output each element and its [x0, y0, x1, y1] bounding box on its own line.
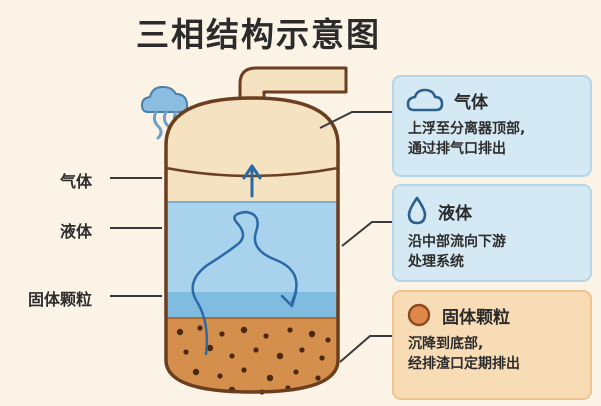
solid-particle	[183, 349, 189, 355]
card-solid-line2: 经排渣口定期排出	[408, 356, 520, 372]
particle-icon	[407, 303, 431, 327]
card-liquid: 液体 沿中部流向下游 处理系统	[392, 184, 592, 282]
card-gas: 气体 上浮至分离器顶部, 通过排气口排出	[392, 75, 592, 177]
card-gas-line1: 上浮至分离器顶部,	[408, 121, 526, 137]
solid-particle	[287, 327, 293, 333]
solid-particle	[176, 328, 184, 336]
solid-particle	[229, 353, 235, 359]
solid-particle	[266, 374, 274, 382]
card-gas-title: 气体	[454, 92, 488, 113]
card-gas-line2: 通过排气口排出	[408, 141, 506, 157]
solid-particle	[219, 331, 225, 337]
card-liquid-line1: 沿中部流向下游	[408, 234, 506, 250]
solid-particle	[241, 367, 247, 373]
solid-particle	[315, 375, 321, 381]
label-gas: 气体	[60, 172, 93, 191]
solid-particle	[293, 369, 299, 375]
card-liquid-line2: 处理系统	[408, 254, 464, 270]
liquid-flow-arrow	[191, 210, 298, 356]
connector-solid	[339, 335, 392, 363]
solid-particle	[192, 368, 200, 376]
vessel-contents	[166, 98, 338, 392]
solid-particle	[197, 325, 203, 331]
solid-particle	[240, 326, 248, 334]
solid-particle	[319, 355, 325, 361]
solid-particle	[206, 344, 214, 352]
connector-gas	[319, 111, 392, 129]
card-solid-title: 固体颗粒	[442, 307, 510, 328]
card-solid-line1: 沉降到底部,	[408, 336, 484, 352]
water-drop-icon	[407, 196, 427, 225]
separator-vessel	[164, 96, 340, 394]
solid-particle	[299, 347, 305, 353]
label-solid: 固体颗粒	[28, 290, 93, 309]
gas-outlet-pipe	[238, 66, 348, 112]
solid-particle	[308, 330, 316, 338]
solid-particle	[325, 337, 331, 343]
card-liquid-title: 液体	[438, 203, 472, 224]
label-liquid: 液体	[60, 222, 93, 241]
card-solid: 固体颗粒 沉降到底部, 经排渣口定期排出	[392, 290, 592, 400]
solid-particle	[217, 373, 223, 379]
solid-particles	[176, 325, 331, 395]
gas-up-arrow	[242, 164, 262, 198]
solid-particle	[276, 352, 284, 360]
solid-particle	[253, 347, 259, 353]
vapor-cloud-icon	[140, 85, 189, 140]
cloud-icon	[406, 88, 444, 112]
solid-particle	[263, 333, 269, 339]
page-title: 三相结构示意图	[136, 15, 381, 54]
connector-liquid	[341, 221, 392, 247]
